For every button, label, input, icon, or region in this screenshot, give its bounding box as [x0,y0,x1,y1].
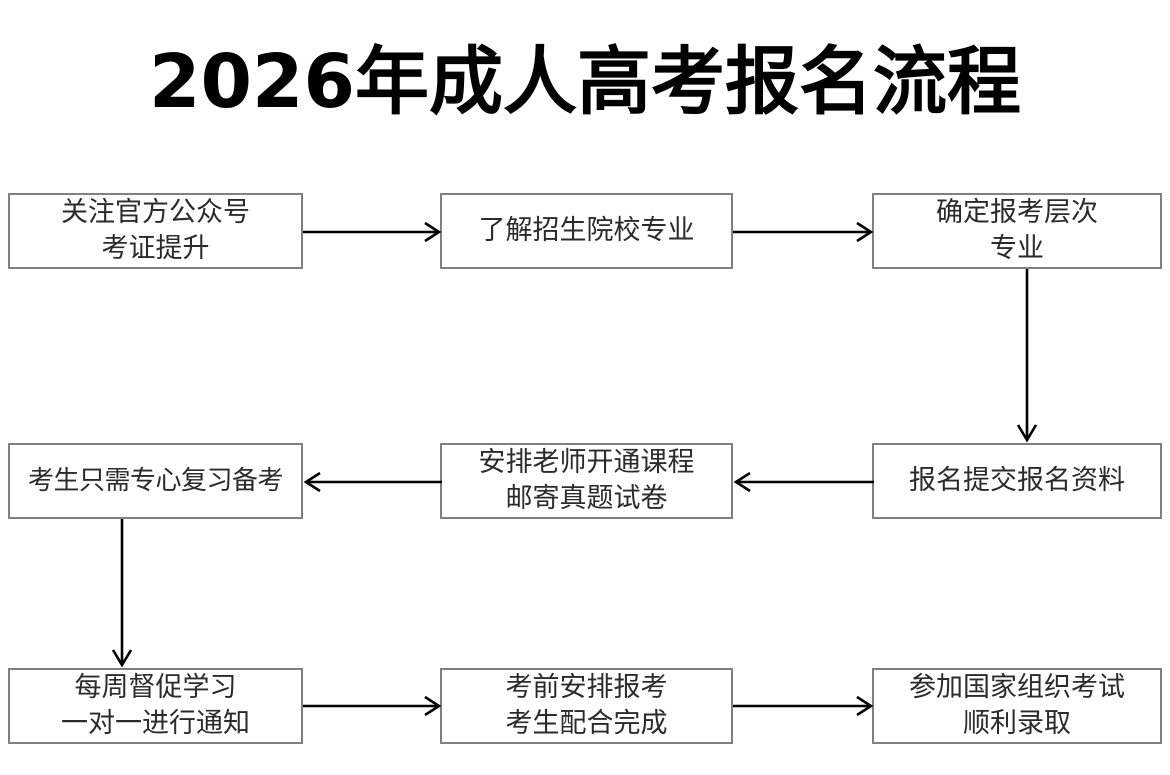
flow-node-step-9-line-2: 顺利录取 [963,708,1071,739]
flow-node-step-7-line-1: 每周督促学习 [74,672,237,703]
arrow-down-icon-step-6-to-step-7 [108,519,136,669]
arrow-right-icon-step-1-to-step-2 [303,218,442,246]
flow-node-step-6[interactable]: 考生只需专心复习备考 [8,443,303,519]
flow-node-step-9-line-1: 参加国家组织考试 [909,672,1125,703]
arrow-left-icon-step-4-to-step-5 [733,468,874,496]
flow-node-step-2[interactable]: 了解招生院校专业 [440,193,733,269]
flow-node-step-8-line-2: 考生配合完成 [505,708,668,739]
flow-node-step-7-line-2: 一对一进行通知 [61,708,250,739]
arrow-left-icon-step-5-to-step-6 [303,468,442,496]
flow-node-step-5-line-2: 邮寄真题试卷 [505,483,668,514]
flow-node-step-1-line-1: 关注官方公众号 [61,197,250,228]
flow-node-step-1-line-2: 考证提升 [101,233,210,264]
flow-node-step-7[interactable]: 每周督促学习 一对一进行通知 [8,668,303,744]
arrow-right-icon-step-7-to-step-8 [303,692,442,720]
flow-node-step-1[interactable]: 关注官方公众号 考证提升 [8,193,303,269]
arrow-right-icon-step-2-to-step-3 [733,218,874,246]
flow-node-step-8-line-1: 考前安排报考 [505,672,668,703]
page-title: 2026年成人高考报名流程 [149,39,1021,125]
flow-node-step-3-line-2: 专业 [990,233,1044,264]
flow-node-step-5-line-1: 安排老师开通课程 [478,447,695,478]
flow-node-step-4-line-1: 报名提交报名资料 [909,465,1125,496]
flow-node-step-4[interactable]: 报名提交报名资料 [872,443,1162,519]
flow-node-step-8[interactable]: 考前安排报考 考生配合完成 [440,668,733,744]
flow-node-step-5[interactable]: 安排老师开通课程 邮寄真题试卷 [440,443,733,519]
flow-node-step-3[interactable]: 确定报考层次 专业 [872,193,1162,269]
flow-node-step-2-line-1: 了解招生院校专业 [478,215,695,246]
flow-node-step-6-line-1: 考生只需专心复习备考 [27,466,284,496]
flow-node-step-3-line-1: 确定报考层次 [936,197,1098,228]
arrow-down-icon-step-3-to-step-4 [1013,269,1041,444]
flow-node-step-9[interactable]: 参加国家组织考试 顺利录取 [872,668,1162,744]
arrow-right-icon-step-8-to-step-9 [733,692,874,720]
